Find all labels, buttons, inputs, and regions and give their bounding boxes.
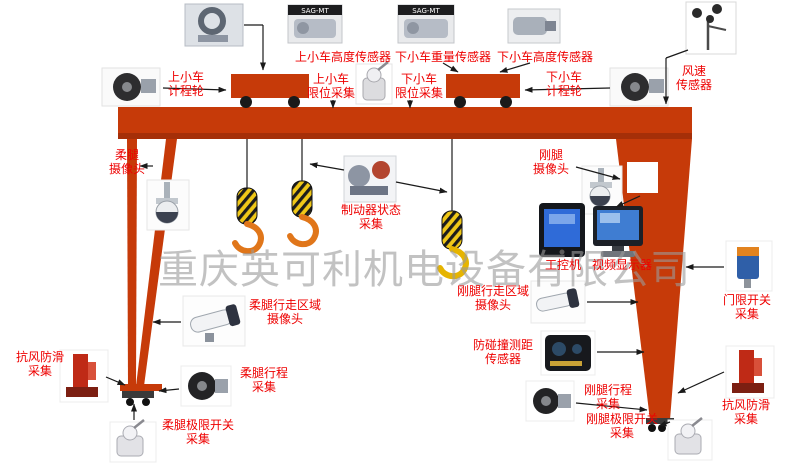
hook-block-2: [287, 139, 319, 248]
label-rigid-leg-camera: 刚腿 摄像头: [532, 148, 569, 176]
label-flexible-leg-travel: 柔腿行程 采集: [239, 366, 288, 394]
trolley-limit-switch-image: [355, 61, 393, 105]
label-rigid-leg-area-camera: 刚腿行走区域 摄像头: [456, 284, 529, 312]
label-rigid-leg-travel: 刚腿行程 采集: [583, 383, 632, 411]
label-lower-trolley-weight-sensor: 下小车重量传感器: [394, 50, 491, 64]
device-images: SAG-MT SAG-MT: [59, 1, 775, 463]
connector-arrows: [105, 24, 725, 427]
upper-odometer-wheel-image: [101, 67, 161, 107]
lower-weight-sensor-image: SAG-MT: [397, 4, 455, 44]
label-flexible-leg-limit-switch: 柔腿极限开关 采集: [161, 418, 234, 446]
flexible-travel-wheel-image: [180, 365, 232, 407]
sensor-model-text: SAG-MT: [412, 7, 440, 15]
label-anti-wind-left: 抗风防滑 采集: [15, 350, 64, 378]
lower-odometer-wheel-image: [609, 67, 669, 107]
hook-block-1: [232, 139, 264, 255]
upper-trolley: [231, 74, 309, 98]
label-lower-trolley-odometer: 下小车 计程轮: [545, 70, 582, 98]
label-wind-speed-sensor: 风速 传感器: [675, 64, 712, 92]
hook-block-3: [437, 139, 469, 280]
flexible-leg: [120, 139, 177, 391]
label-flexible-leg-area-camera: 柔腿行走区域 摄像头: [248, 298, 321, 326]
label-video-display: 视频显示器: [591, 258, 652, 272]
label-anti-collision-sensor: 防碰撞测距 传感器: [472, 338, 533, 366]
label-lower-trolley-height-sensor: 下小车高度传感器: [496, 50, 593, 64]
label-flexible-leg-camera: 柔腿 摄像头: [108, 148, 145, 176]
upper-height-sensor-image: SAG-MT: [287, 4, 343, 44]
flexible-leg-bogie: [122, 391, 154, 406]
label-upper-trolley-height-sensor: 上小车高度传感器: [294, 50, 391, 64]
height-encoder-image: [184, 3, 244, 47]
anti-wind-device-left-image: [59, 349, 109, 403]
anti-collision-sensor-image: [540, 330, 596, 376]
lower-trolley: [446, 74, 520, 98]
hook-blocks: [232, 139, 469, 280]
video-display-image: [593, 206, 643, 257]
lower-height-sensor-image: [507, 8, 561, 44]
label-upper-trolley-odometer: 上小车 计程轮: [167, 70, 204, 98]
beam-shadow: [118, 133, 692, 139]
rigid-limit-switch-image: [667, 417, 713, 461]
rigid-leg-door-opening: [627, 162, 658, 193]
label-anti-wind-right: 抗风防滑 采集: [721, 398, 770, 426]
flexible-leg-camera-image: [146, 179, 190, 231]
anti-wind-device-right-image: [725, 345, 775, 399]
wind-speed-sensor-image: [685, 1, 737, 55]
label-industrial-computer: 工控机: [544, 258, 581, 272]
rigid-area-camera-image: [530, 280, 586, 324]
label-door-limit-switch: 门限开关 采集: [722, 293, 771, 321]
label-rigid-leg-limit-switch: 刚腿极限开关 采集: [585, 412, 658, 440]
flexible-area-camera-image: [182, 295, 246, 347]
industrial-computer-image: [539, 203, 585, 257]
sensor-model-text: SAG-MT: [301, 7, 329, 15]
label-brake-status: 制动器状态 采集: [340, 203, 401, 231]
label-upper-trolley-limit: 上小车 限位采集: [306, 72, 355, 100]
flexible-limit-switch-image: [109, 419, 157, 463]
brake-image: [343, 155, 397, 203]
label-lower-trolley-limit: 下小车 限位采集: [394, 72, 443, 100]
door-limit-switch-image: [725, 240, 773, 292]
rigid-travel-wheel-image: [525, 380, 575, 422]
